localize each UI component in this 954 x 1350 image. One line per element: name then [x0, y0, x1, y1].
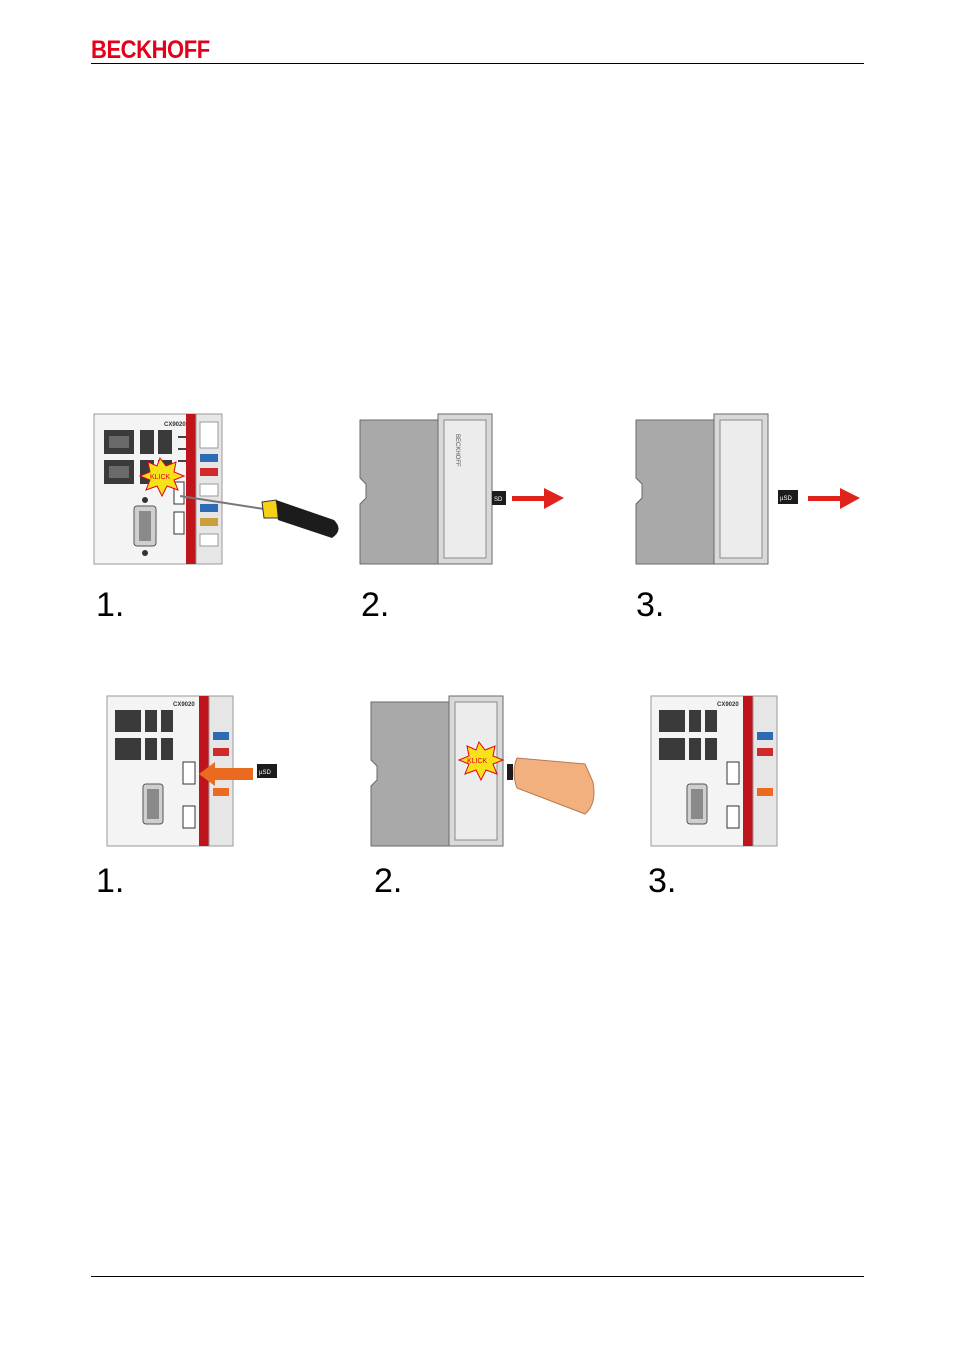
insertion-step2-figure: KLICK [370, 695, 597, 847]
device-model-label: CX9020 [717, 702, 739, 708]
insertion-step3-number: 3. [648, 862, 677, 900]
micro-sd-card-label: µSD [780, 496, 792, 502]
eject-arrow-icon [512, 488, 564, 509]
sd-card-label: SD [494, 497, 503, 503]
ethernet-port-icon [659, 710, 685, 760]
klick-label: KLICK [467, 758, 488, 765]
beckhoff-logo: BECKHOFF [91, 36, 210, 64]
eject-arrow-icon [808, 488, 860, 509]
removal-step1-number: 1. [96, 586, 125, 624]
housing-brand: BECKHOFF [454, 434, 460, 467]
header-rule [91, 63, 864, 64]
usb-port-icon [689, 710, 717, 760]
dvi-connector-icon [142, 783, 164, 825]
dvi-connector-icon [133, 497, 157, 556]
footer-rule [91, 1276, 864, 1277]
removal-step1-figure: CX9020 KLICK [93, 413, 344, 565]
klick-label: KLICK [150, 474, 171, 481]
klick-burst-icon [138, 456, 186, 498]
device-model-label: CX9020 [173, 702, 195, 708]
dvi-connector-icon [686, 783, 708, 825]
insertion-step1-number: 1. [96, 862, 125, 900]
insertion-step3-figure: CX9020 [650, 695, 778, 847]
device-model-label: CX9020 [164, 422, 186, 428]
removal-step3-figure: µSD [635, 413, 864, 565]
screwdriver-icon [179, 495, 339, 538]
usb-port-icon [145, 710, 173, 760]
removal-step3-number: 3. [636, 586, 665, 624]
ethernet-port-icon [104, 430, 134, 484]
insertion-step2-number: 2. [374, 862, 403, 900]
removal-step2-number: 2. [361, 586, 390, 624]
finger-icon [513, 757, 595, 815]
micro-sd-card-label: µSD [259, 770, 271, 776]
insertion-step1-figure: CX9020 µSD [106, 695, 277, 847]
ethernet-port-icon [115, 710, 141, 760]
insert-arrow-icon [199, 762, 253, 786]
klick-burst-icon [457, 740, 505, 782]
removal-step2-figure: BECKHOFF SD [359, 413, 570, 565]
